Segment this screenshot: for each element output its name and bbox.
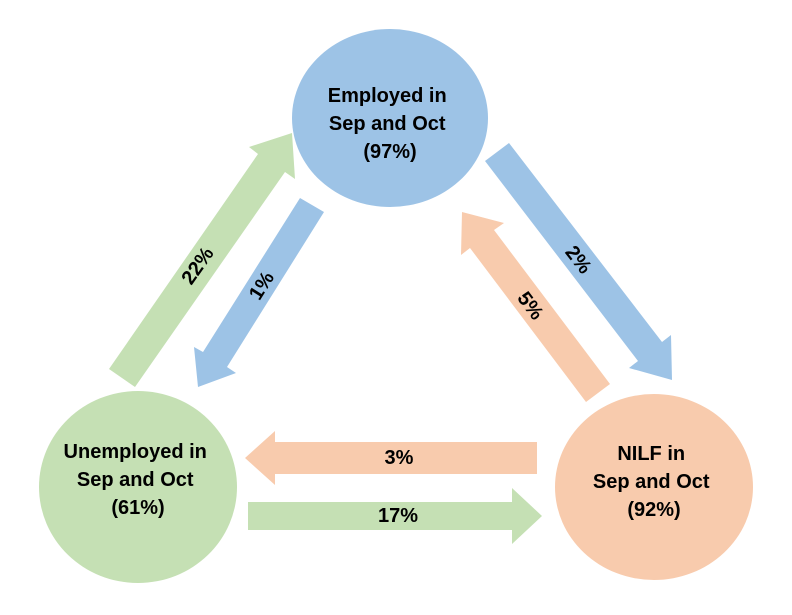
arrow-unemployed-to-nilf-icon	[248, 488, 542, 544]
node-unemployed-line3: (61%)	[111, 497, 164, 519]
node-employed-line2: Sep and Oct	[329, 113, 446, 135]
edge-nilf-to-employed: 5%	[461, 212, 610, 402]
node-employed: Employed in Sep and Oct (97%)	[292, 29, 488, 207]
node-nilf-line1: NILF in	[617, 443, 685, 465]
node-employed-circle	[292, 29, 488, 207]
arrow-nilf-to-unemployed-icon	[245, 431, 537, 485]
edge-label-nilf-to-unemployed: 3%	[385, 447, 414, 469]
node-employed-line1: Employed in	[328, 85, 447, 107]
arrow-nilf-to-employed-icon	[461, 212, 610, 402]
node-nilf-label: NILF in Sep and Oct (92%)	[593, 443, 715, 521]
node-nilf-circle	[555, 394, 753, 580]
arrow-employed-to-unemployed-icon	[194, 198, 324, 387]
node-nilf: NILF in Sep and Oct (92%)	[555, 394, 753, 580]
node-unemployed-circle	[39, 391, 237, 583]
node-unemployed-line2: Sep and Oct	[77, 469, 194, 491]
arrow-employed-to-nilf-icon	[485, 143, 672, 380]
node-employed-label: Employed in Sep and Oct (97%)	[328, 85, 452, 163]
edge-nilf-to-unemployed: 3%	[245, 431, 537, 485]
edge-unemployed-to-nilf: 17%	[248, 488, 542, 544]
node-nilf-line3: (92%)	[627, 499, 680, 521]
node-unemployed: Unemployed in Sep and Oct (61%)	[39, 391, 237, 583]
edge-label-unemployed-to-nilf: 17%	[378, 505, 418, 527]
node-unemployed-line1: Unemployed in	[64, 441, 207, 463]
arrow-unemployed-to-employed-icon	[109, 133, 295, 387]
node-nilf-line2: Sep and Oct	[593, 471, 710, 493]
node-employed-line3: (97%)	[363, 141, 416, 163]
node-unemployed-label: Unemployed in Sep and Oct (61%)	[64, 441, 213, 519]
